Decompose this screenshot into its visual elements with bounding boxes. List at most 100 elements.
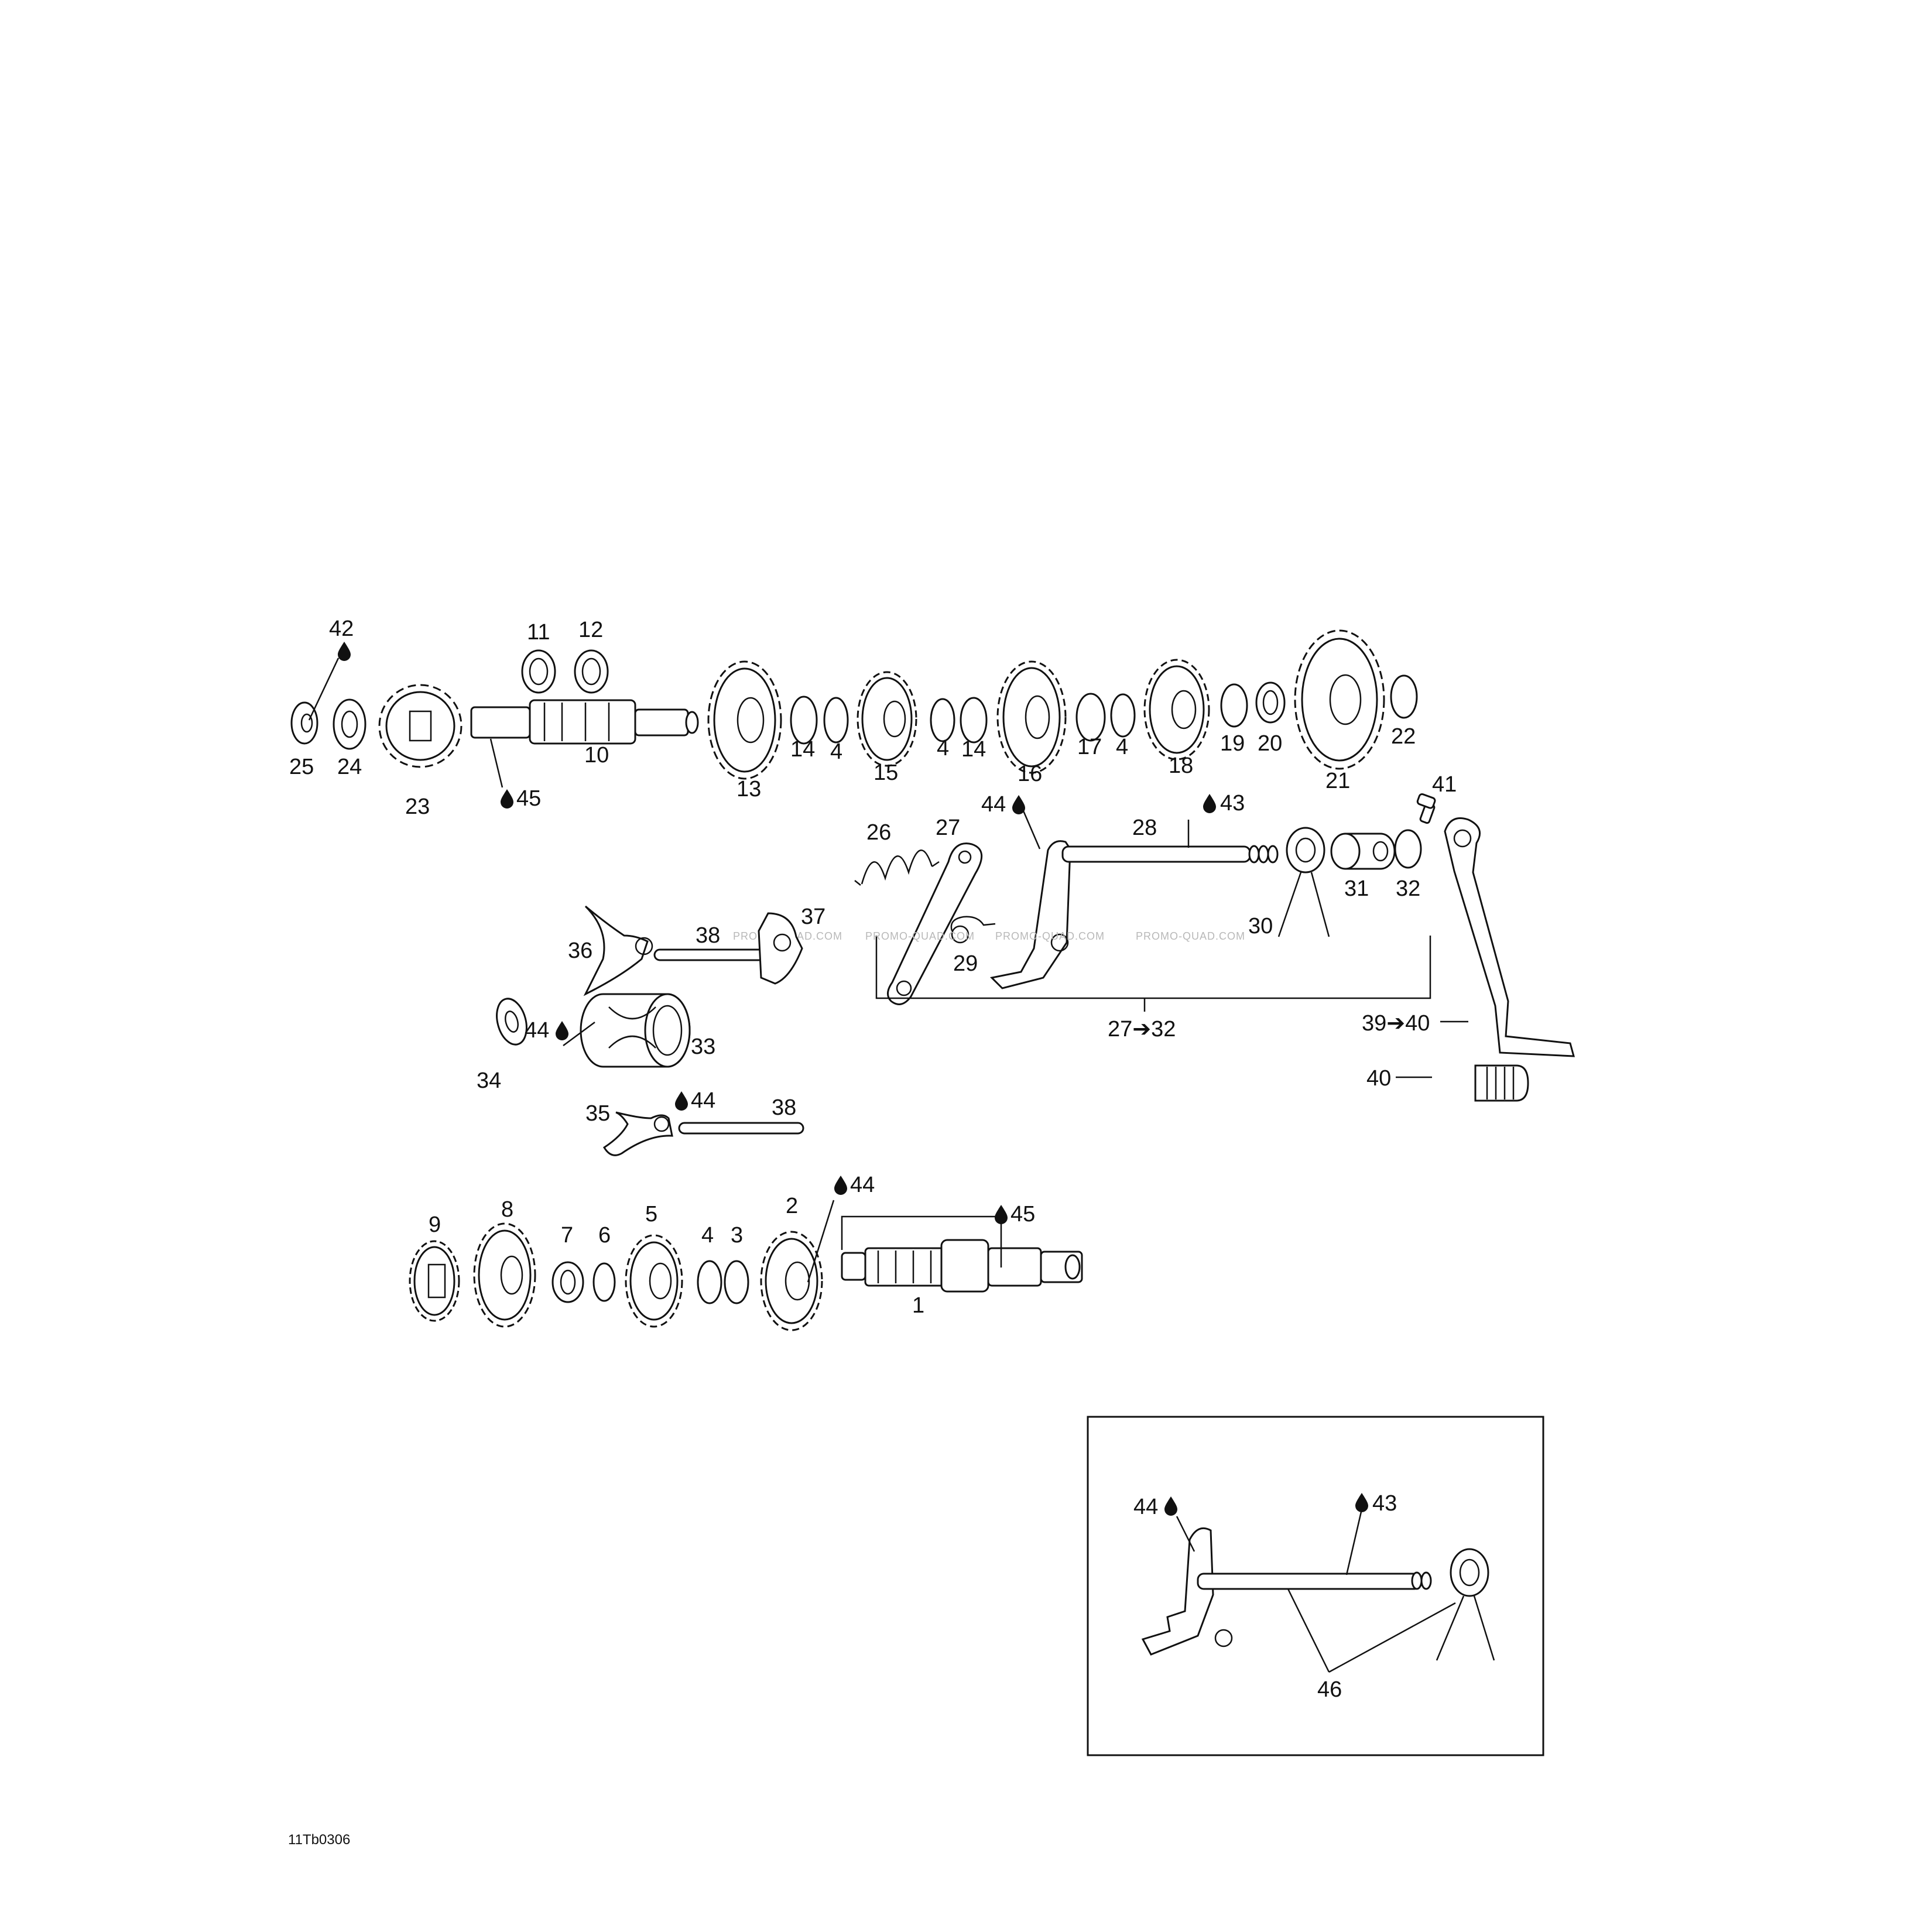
circlip-4-d xyxy=(697,1260,722,1304)
gear-16 xyxy=(996,660,1067,774)
spring-26 xyxy=(854,849,940,886)
label-32: 32 xyxy=(1396,876,1420,901)
label-43-shaft: 43 xyxy=(1220,791,1245,816)
label-31: 31 xyxy=(1344,876,1369,901)
drop-icon-44-shaft xyxy=(1012,795,1025,814)
ring-14-a xyxy=(790,696,818,745)
gear-2 xyxy=(760,1231,823,1331)
label-34: 34 xyxy=(477,1068,501,1093)
label-4-b: 4 xyxy=(937,736,949,761)
shift-fork-35 xyxy=(602,1111,673,1156)
drop-icon-45-top xyxy=(501,789,513,809)
label-10: 10 xyxy=(584,743,609,768)
label-6: 6 xyxy=(598,1223,611,1248)
inset-detail xyxy=(1087,1416,1544,1756)
gear-5 xyxy=(625,1234,683,1328)
label-19: 19 xyxy=(1220,731,1245,756)
washer-24 xyxy=(333,698,366,750)
needle-bearing-11 xyxy=(521,649,556,694)
label-14-a: 14 xyxy=(790,737,815,762)
label-range-39-40: 39➔40 xyxy=(1362,1011,1430,1036)
label-36: 36 xyxy=(568,938,592,963)
shaft-10 xyxy=(470,699,699,745)
label-2: 2 xyxy=(786,1194,798,1218)
watermark-3: PROMO-QUAD.COM xyxy=(995,930,1105,942)
input-shaft-1 xyxy=(841,1239,1083,1293)
label-44-shaft: 44 xyxy=(981,792,1006,817)
label-44-gear2: 44 xyxy=(850,1173,875,1197)
watermark-2: PROMO-QUAD.COM xyxy=(865,930,975,942)
label-44-drum-lower: 44 xyxy=(691,1088,715,1113)
drop-icon-43-shaft xyxy=(1203,794,1216,813)
label-1: 1 xyxy=(912,1293,924,1318)
ring-17 xyxy=(1075,693,1106,742)
label-33: 33 xyxy=(691,1034,715,1059)
label-23: 23 xyxy=(405,794,430,819)
label-24: 24 xyxy=(337,755,362,779)
label-38-bottom: 38 xyxy=(772,1095,796,1120)
label-12: 12 xyxy=(578,618,603,642)
gear-13 xyxy=(707,660,782,780)
label-18: 18 xyxy=(1169,753,1193,778)
label-45-top: 45 xyxy=(516,786,541,811)
return-spring-30 xyxy=(1277,827,1330,937)
label-45-bottom: 45 xyxy=(1010,1202,1035,1227)
drop-icon-44-gear2 xyxy=(834,1176,847,1195)
needle-bearing-20 xyxy=(1255,681,1286,724)
sprocket-23 xyxy=(378,684,463,768)
label-8: 8 xyxy=(501,1197,513,1222)
label-42: 42 xyxy=(329,616,354,641)
circlip-4-b xyxy=(930,698,955,742)
drop-icon-44-inset xyxy=(1164,1496,1177,1516)
circlip-4-a xyxy=(823,697,849,744)
shift-mechanism-group: PROMO-QUAD.COM PROMO-QUAD.COM PROMO-QUAD… xyxy=(496,793,1575,1156)
bolt-41 xyxy=(1416,793,1436,824)
label-27: 27 xyxy=(936,816,960,840)
gear-8 xyxy=(473,1222,536,1328)
label-35: 35 xyxy=(585,1101,610,1126)
label-range-27-32: 27➔32 xyxy=(1108,1017,1176,1042)
drop-icon-44-drum-lower xyxy=(675,1091,688,1111)
shift-fork-37 xyxy=(758,912,803,985)
washer-3 xyxy=(724,1260,749,1304)
needle-bearing-12 xyxy=(574,649,609,694)
label-7: 7 xyxy=(561,1223,573,1248)
label-43-inset: 43 xyxy=(1372,1491,1397,1516)
bracket-27-32 xyxy=(875,936,1431,999)
label-4-c: 4 xyxy=(1116,735,1128,759)
input-shaft-group xyxy=(409,1215,1083,1331)
label-15: 15 xyxy=(873,761,898,785)
collar-31 xyxy=(1330,833,1396,870)
label-37: 37 xyxy=(801,905,825,929)
gear-shift-lever-39 xyxy=(1444,817,1575,1057)
drop-icon-44-drum xyxy=(556,1021,568,1040)
label-3: 3 xyxy=(731,1223,743,1248)
label-9: 9 xyxy=(429,1212,441,1237)
label-4-d: 4 xyxy=(701,1223,714,1248)
label-40: 40 xyxy=(1366,1066,1391,1091)
washer-19 xyxy=(1220,683,1248,728)
washer-32 xyxy=(1394,829,1422,869)
label-17: 17 xyxy=(1077,735,1102,759)
inset-frame xyxy=(1087,1416,1544,1756)
nut-25 xyxy=(290,701,318,745)
label-11: 11 xyxy=(527,620,550,645)
rubber-40 xyxy=(1474,1064,1529,1102)
label-13: 13 xyxy=(737,777,761,801)
label-41: 41 xyxy=(1432,772,1457,797)
part-number-labels: 42 11 12 25 24 23 10 45 13 14 4 15 4 14 … xyxy=(289,616,1457,1702)
output-shaft-group xyxy=(290,629,1418,780)
shift-rod-38-bottom xyxy=(678,1122,804,1135)
gear-21 xyxy=(1294,629,1385,770)
label-29: 29 xyxy=(953,951,978,976)
gear-9 xyxy=(409,1240,460,1322)
drop-icon-43-inset xyxy=(1355,1493,1368,1512)
bracket-45-bottom xyxy=(841,1215,1002,1268)
circlip-4-c xyxy=(1110,693,1136,738)
label-28: 28 xyxy=(1132,816,1157,840)
drop-icon-42 xyxy=(338,642,351,661)
label-16: 16 xyxy=(1018,762,1042,786)
shift-drum-33 xyxy=(580,993,691,1068)
washer-34 xyxy=(496,998,527,1046)
